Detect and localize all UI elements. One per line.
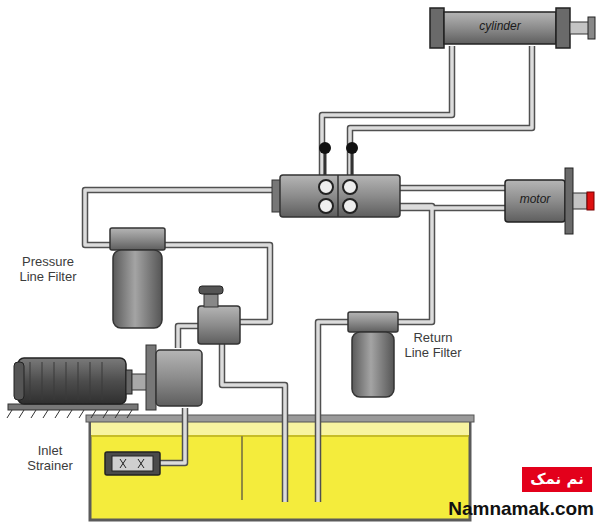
pipe [160, 408, 185, 463]
component-box: Pressure Line Filter [110, 228, 165, 328]
valve-lever [351, 152, 354, 175]
pipe [160, 408, 185, 463]
pump-flange [146, 345, 156, 410]
pipe-outline [85, 46, 532, 502]
mesh-marks [120, 459, 144, 468]
pipe [322, 46, 452, 178]
ground-hatch [7, 410, 132, 418]
pipe [178, 326, 200, 348]
valve-port [343, 199, 357, 213]
cylinder-cap [556, 8, 570, 48]
motor-fins [30, 362, 102, 400]
component-box: Inlet Strainer [105, 452, 160, 475]
component-label: Pressure Line Filter [10, 255, 86, 285]
electric-motor [18, 358, 126, 404]
pipe [318, 322, 350, 502]
reservoir-tank [90, 420, 470, 520]
piston-rod [570, 22, 590, 34]
oil-level [91, 435, 469, 437]
pipe [222, 342, 285, 502]
valve-port [319, 199, 333, 213]
motor-base [8, 404, 138, 410]
pipe [400, 186, 506, 190]
lever-knob [319, 142, 331, 154]
strainer-mesh [112, 456, 153, 471]
pipe [178, 326, 200, 348]
relief-adjuster [204, 294, 218, 307]
directional-valve [280, 175, 400, 217]
valve-section-line [337, 175, 339, 217]
watermark-url: Namnamak.com [404, 496, 594, 522]
tank-air-space [91, 421, 469, 435]
tank-baffle [241, 436, 243, 500]
cylinder-barrel [444, 12, 556, 44]
pipe [222, 342, 285, 502]
pipe [400, 185, 506, 192]
valve-lever [324, 152, 327, 175]
valve-port [319, 180, 333, 194]
inlet-strainer [105, 452, 160, 475]
filter-head [348, 312, 398, 332]
hydraulic-pump [156, 350, 202, 406]
component-box: Return Line Filter [348, 312, 398, 397]
tank-lid [86, 415, 474, 422]
output-shaft [573, 193, 587, 209]
motor-flange [126, 370, 132, 394]
pipe-core [85, 46, 532, 502]
relief-valve [198, 306, 240, 344]
cylinder-cap [430, 8, 444, 48]
filter-bowl [113, 250, 162, 328]
component-label: cylinder [444, 20, 556, 34]
pipe [350, 46, 532, 178]
watermark-logo: نم نمک [522, 467, 592, 492]
pipe [396, 206, 432, 322]
pipe [350, 46, 532, 178]
component-label: Return Line Filter [404, 331, 462, 361]
rod-end [588, 17, 595, 39]
component-box: cylinder [444, 14, 556, 42]
motor-endcap [14, 362, 24, 400]
hydraulic-motor [505, 180, 565, 222]
lever-knob [346, 142, 358, 154]
component-label: motor [505, 193, 565, 207]
pipe [396, 206, 432, 322]
motor-mount-flange [565, 168, 573, 234]
pipe [318, 322, 350, 502]
filter-head [110, 228, 165, 250]
pipe [322, 46, 452, 178]
pipe [400, 206, 506, 210]
component-box: motor [505, 180, 565, 222]
valve-port [343, 180, 357, 194]
component-label: Inlet Strainer [19, 444, 81, 474]
shaft-tip [587, 192, 594, 210]
filter-bowl [352, 332, 394, 397]
relief-knob [199, 286, 223, 294]
